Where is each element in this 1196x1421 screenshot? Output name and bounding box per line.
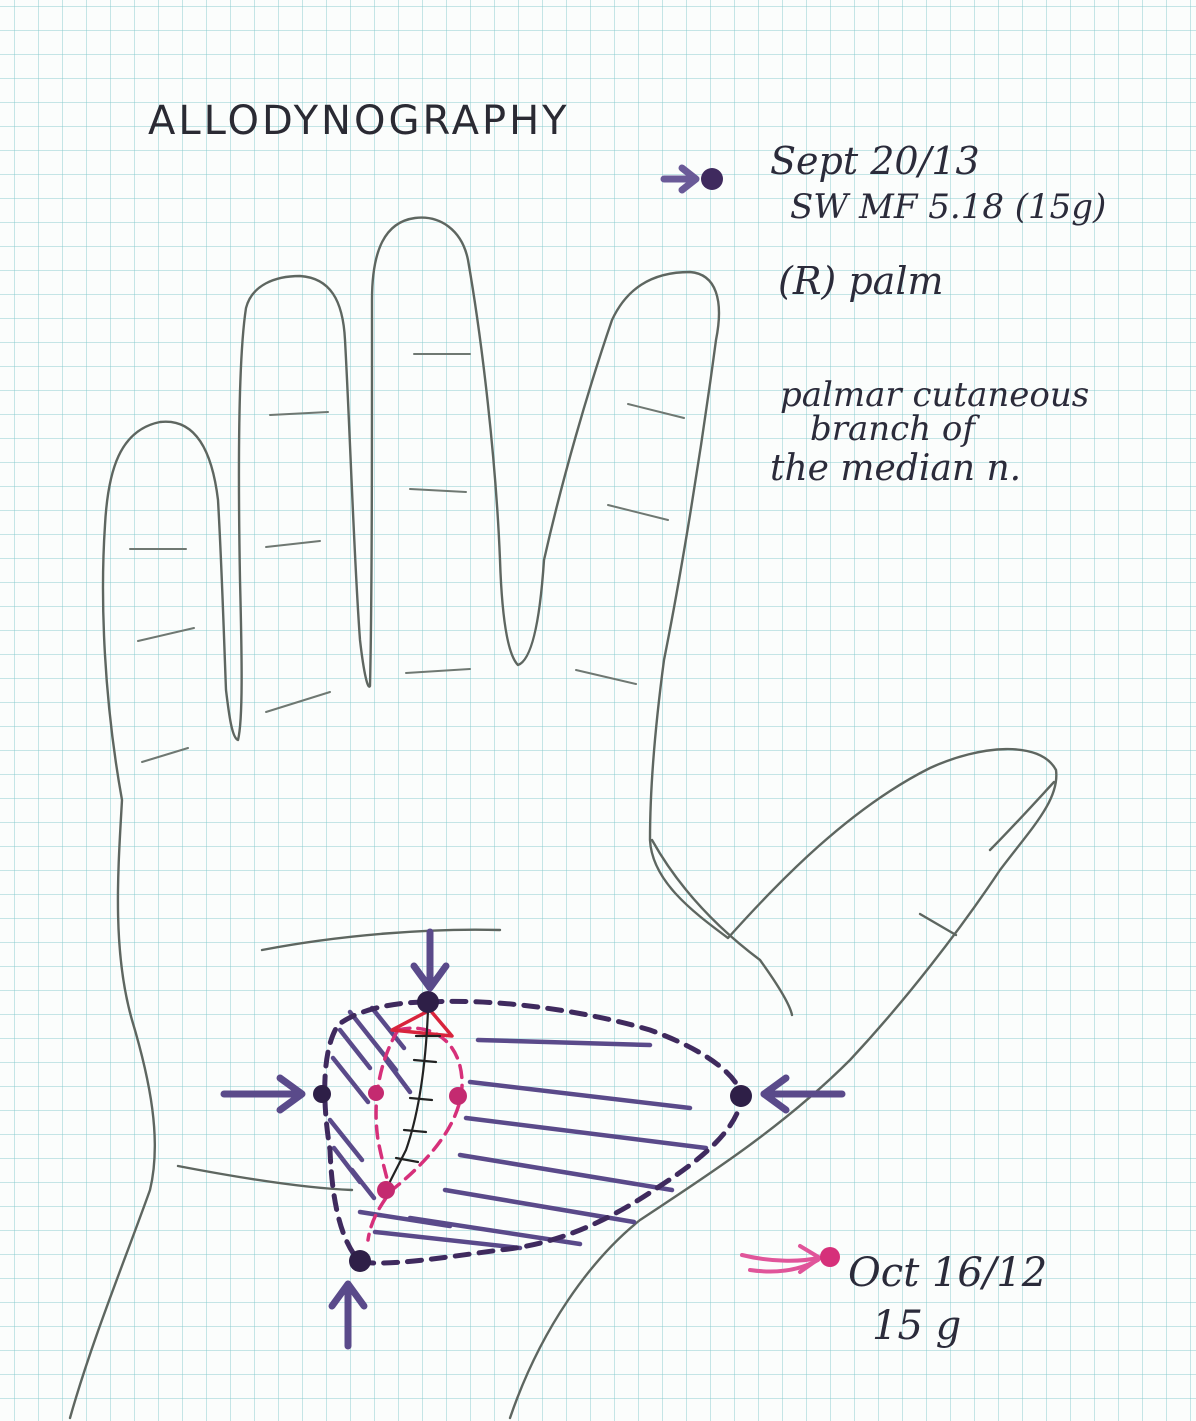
dot-icon-pink-left — [368, 1085, 384, 1101]
arrow-icon-bottom — [332, 1284, 364, 1346]
arrow-icon-legend-current — [664, 168, 696, 190]
side-label: (R) palm — [778, 262, 944, 302]
legend-current-method: SW MF 5.18 (15g) — [790, 190, 1106, 226]
wrist-crease — [178, 1166, 352, 1190]
dot-icon-pink-bottom — [377, 1181, 395, 1199]
dot-icon-legend-current — [701, 168, 723, 190]
dot-icon-legend-previous — [820, 1247, 840, 1267]
dots-current — [313, 991, 752, 1272]
pointer-arrows — [224, 932, 842, 1346]
dot-icon-pink-right — [449, 1087, 467, 1105]
crease-middle-3 — [406, 669, 470, 673]
apex-outline — [392, 1010, 452, 1036]
note-line-3: the median n. — [770, 450, 1021, 488]
crease-index-2 — [608, 505, 668, 520]
arrow-icon-legend-previous — [742, 1246, 820, 1272]
legend-previous-date: Oct 16/12 — [848, 1252, 1047, 1294]
crease-ring-3 — [266, 692, 330, 712]
crease-ring-2 — [266, 541, 320, 547]
page-title: ALLODYNOGRAPHY — [148, 100, 570, 142]
legend-current-marker — [664, 168, 723, 190]
legend-current-date: Sept 20/13 — [770, 142, 980, 182]
arrow-icon-top — [414, 932, 446, 988]
crease-index-1 — [628, 404, 684, 418]
dot-icon-right — [730, 1085, 752, 1107]
thenar-crease — [652, 840, 792, 1015]
crease-little-3 — [142, 748, 188, 762]
distal-palmar-crease — [262, 930, 500, 950]
thumb-crease — [920, 914, 956, 935]
dot-icon-bottom — [349, 1250, 371, 1272]
legend-previous-marker — [742, 1246, 840, 1272]
note-line-2: branch of — [810, 412, 975, 448]
arrow-icon-right — [764, 1078, 842, 1110]
crease-little-2 — [138, 628, 194, 641]
hatched-area-current — [330, 1008, 706, 1248]
dot-icon-left — [313, 1085, 331, 1103]
crease-index-3 — [576, 670, 636, 684]
legend-previous-force: 15 g — [872, 1305, 961, 1347]
finger-creases — [130, 354, 684, 762]
crease-ring-1 — [270, 412, 328, 415]
arrow-icon-left — [224, 1078, 302, 1110]
dot-icon-top — [417, 991, 439, 1013]
crease-middle-2 — [410, 489, 466, 492]
